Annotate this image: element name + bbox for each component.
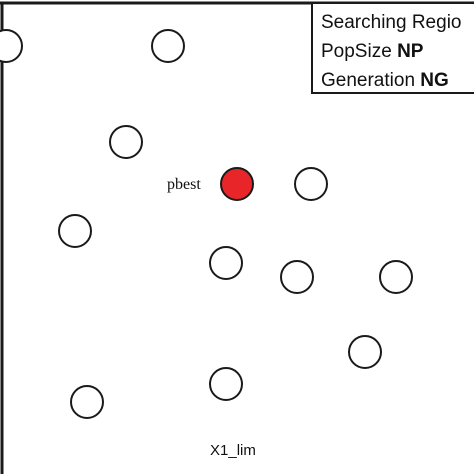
particle (58, 214, 92, 248)
particle (209, 246, 243, 280)
pbest-particle (220, 167, 254, 201)
particle (70, 385, 104, 419)
legend-generation-label: Generation (321, 70, 416, 91)
legend-generation-symbol: NG (420, 70, 449, 91)
particle (209, 367, 243, 401)
particle (280, 260, 314, 294)
legend-search-region: Searching Regio (321, 12, 462, 33)
particle (294, 167, 328, 201)
legend-box: Searching Regio PopSize NP Generation NG (311, 2, 474, 94)
particle (109, 125, 143, 159)
legend-popsize: PopSize NP (321, 37, 474, 66)
particle (379, 260, 413, 294)
pbest-label: pbest (167, 176, 201, 193)
legend-popsize-label: PopSize (321, 41, 392, 62)
particle (348, 335, 382, 369)
x-axis-label: X1_lim (210, 442, 256, 459)
legend-generation: Generation NG (321, 66, 474, 92)
legend-popsize-symbol: NP (397, 41, 424, 62)
particle (0, 29, 23, 63)
particle (151, 29, 185, 63)
